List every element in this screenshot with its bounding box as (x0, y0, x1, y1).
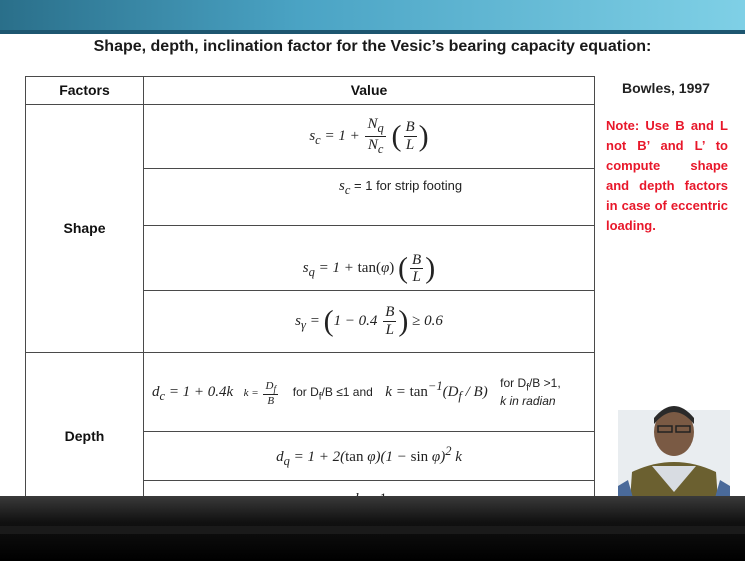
slide-title: Shape, depth, inclination factor for the… (93, 38, 652, 55)
shape-label: Shape (25, 103, 144, 353)
top-banner (0, 0, 745, 34)
sc-strip-cell: sc = 1 for strip footing (143, 167, 595, 227)
table-row: sc = 1 for strip footing (26, 167, 595, 227)
header-value: Value (143, 76, 595, 105)
table-row: dq = 1 + 2(tan φ)(1 − sin φ)2 k (26, 431, 595, 482)
reference-citation: Bowles, 1997 (622, 80, 710, 96)
dq-equation: dq = 1 + 2(tan φ)(1 − sin φ)2 k (143, 431, 595, 482)
bottom-banner (0, 496, 745, 561)
depth-label: Depth (25, 351, 144, 522)
header-factors: Factors (25, 76, 144, 105)
note-text: Note: Use B and L not B’ and L’ to compu… (606, 118, 728, 233)
slide: Shape, depth, inclination factor for the… (10, 34, 735, 530)
table-header-row: Factors Value (25, 76, 595, 105)
